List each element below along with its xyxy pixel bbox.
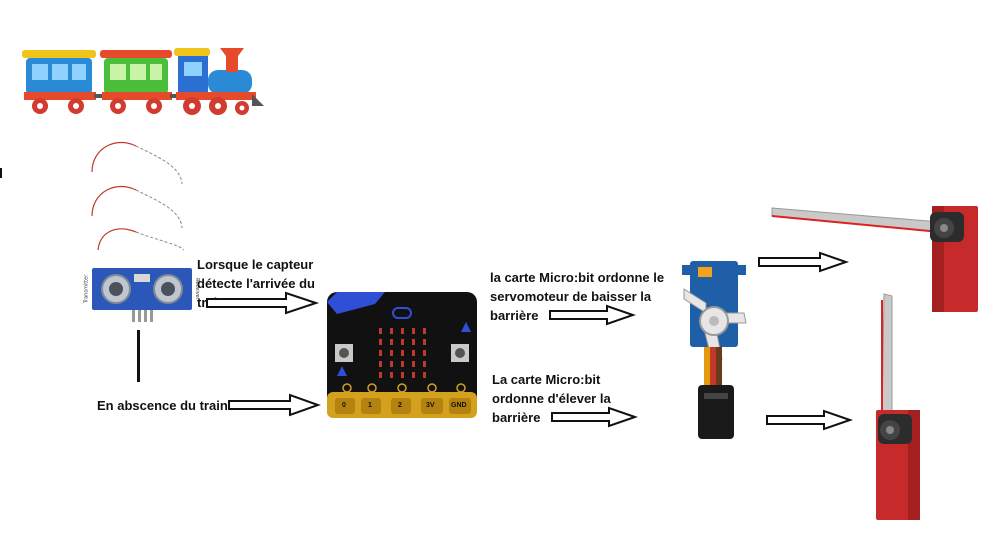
arrow-raise-to-servo	[551, 406, 639, 428]
microbit-led	[390, 339, 393, 345]
sensor-connector-line	[137, 330, 140, 382]
microbit-led	[423, 372, 426, 378]
stray-mark	[0, 168, 2, 178]
microbit-pin-gnd: GND	[451, 402, 467, 409]
arrow-no-train-to-microbit	[228, 393, 321, 417]
microbit-pin-1: 1	[368, 402, 372, 409]
microbit-led	[412, 350, 415, 356]
microbit-board: 0 1 2 3V GND	[327, 292, 477, 418]
microbit-led	[390, 350, 393, 356]
microbit-led	[412, 361, 415, 367]
microbit-led	[423, 361, 426, 367]
microbit-pin-0: 0	[342, 402, 346, 409]
microbit-led	[412, 328, 415, 334]
arrow-sensor-to-microbit	[206, 291, 320, 315]
label-order-raise: La carte Micro:bit ordonne d'élever la b…	[492, 372, 611, 425]
train-wagon-green	[100, 50, 172, 114]
microbit-led	[401, 372, 404, 378]
barrier-raised	[876, 293, 920, 520]
ultrasonic-sensor: Transmitter Receiver	[83, 268, 200, 322]
microbit-led-matrix	[379, 328, 426, 378]
microbit-led	[379, 328, 382, 334]
microbit-led	[401, 328, 404, 334]
microbit-pin-2: 2	[398, 402, 402, 409]
arrow-servo-to-barrier-up	[766, 409, 854, 431]
microbit-led	[401, 339, 404, 345]
microbit-led	[401, 361, 404, 367]
microbit-led	[379, 372, 382, 378]
microbit-led	[412, 372, 415, 378]
label-no-train: En abscence du train	[97, 398, 228, 413]
microbit-led	[401, 350, 404, 356]
ultrasonic-waves	[91, 141, 185, 251]
microbit-led	[379, 339, 382, 345]
train-illustration	[22, 48, 264, 115]
barrier-lowered	[771, 206, 978, 312]
microbit-led	[379, 350, 382, 356]
microbit-led	[390, 328, 393, 334]
microbit-led	[423, 339, 426, 345]
train-locomotive	[174, 48, 264, 115]
microbit-led	[390, 361, 393, 367]
sensor-transmitter-label: Transmitter	[83, 274, 90, 304]
microbit-led	[423, 350, 426, 356]
arrow-servo-to-barrier-down	[758, 251, 850, 273]
microbit-pin-3v: 3V	[426, 402, 435, 409]
servo-motor	[682, 261, 747, 439]
microbit-led	[390, 372, 393, 378]
microbit-led	[423, 328, 426, 334]
label-order-lower: la carte Micro:bit ordonne le servomoteu…	[490, 270, 665, 323]
microbit-led	[379, 361, 382, 367]
arrow-lower-to-servo	[549, 304, 637, 326]
microbit-led	[412, 339, 415, 345]
train-wagon-blue	[22, 50, 96, 114]
